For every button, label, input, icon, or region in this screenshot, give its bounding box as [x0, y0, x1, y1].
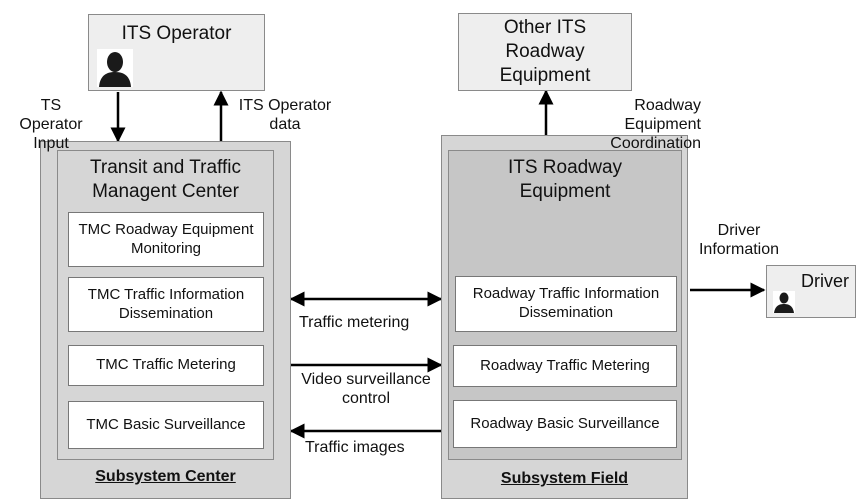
center-module: TMC Traffic Metering: [68, 345, 264, 386]
center-module: TMC Basic Surveillance: [68, 401, 264, 449]
center-module: TMC Roadway Equipment Monitoring: [68, 212, 264, 267]
video-surveillance-label: Video surveillance control: [301, 371, 431, 408]
other-equipment-title: Other ITS Roadway Equipment: [499, 17, 591, 86]
subsystem-field: ITS Roadway Equipment Roadway Traffic In…: [441, 135, 688, 499]
person-silhouette-icon: [773, 291, 795, 313]
center-module: TMC Traffic Information Dissemination: [68, 277, 264, 332]
traffic-metering-label: Traffic metering: [299, 314, 410, 331]
field-module: Roadway Traffic Information Disseminatio…: [455, 276, 677, 332]
traffic-images-label: Traffic images: [305, 439, 405, 456]
field-module: Roadway Basic Surveillance: [453, 400, 677, 448]
person-silhouette-icon: [97, 49, 133, 87]
operator-input-label: TS Operator Input: [19, 97, 83, 153]
center-title: Transit and Traffic Managent Center: [89, 157, 241, 202]
center-footer: Subsystem Center: [95, 468, 236, 485]
equipment-coordination-label: Roadway Equipment Coordination: [610, 97, 701, 153]
its-operator-title: ITS Operator: [121, 23, 232, 44]
its-operator-box: ITS Operator: [88, 14, 265, 91]
driver-title: Driver: [801, 271, 849, 291]
other-equipment-box: Other ITS Roadway Equipment: [458, 13, 632, 91]
field-footer: Subsystem Field: [500, 470, 629, 487]
field-module: Roadway Traffic Metering: [453, 345, 677, 387]
driver-information-label: Driver Information: [698, 222, 780, 259]
subsystem-center: Transit and Traffic Managent Center TMC …: [40, 141, 291, 499]
driver-box: Driver: [766, 265, 856, 318]
operator-data-label: ITS Operator data: [238, 97, 332, 134]
field-title: ITS Roadway Equipment: [507, 157, 623, 202]
